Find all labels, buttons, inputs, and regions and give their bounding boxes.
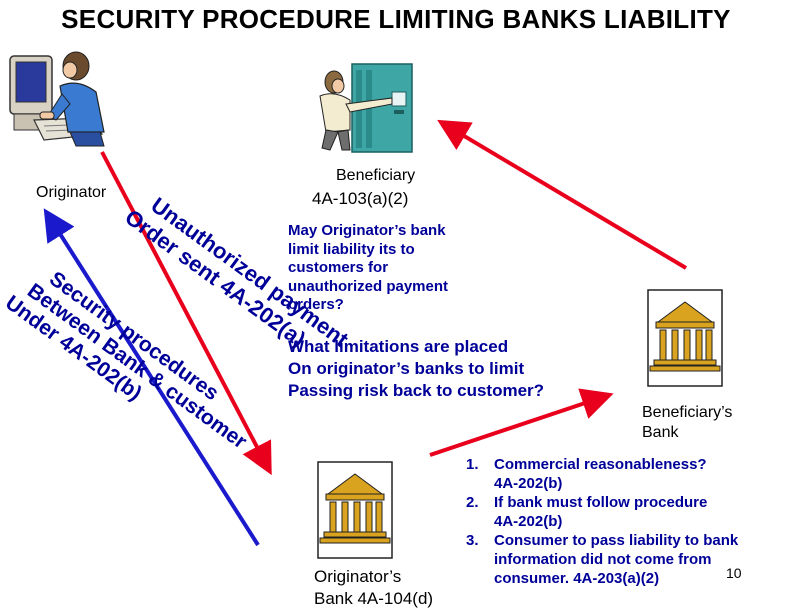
beneficiary-bank-label-line2: Bank bbox=[642, 424, 679, 441]
red-arrow-originator-to-bank bbox=[100, 151, 272, 476]
beneficiary-label: Beneficiary bbox=[336, 167, 416, 184]
originator-label: Originator bbox=[36, 184, 107, 201]
originator-bank-label-line1: Originator’s bbox=[314, 567, 402, 586]
limits-line: What limitations are placed bbox=[288, 337, 509, 356]
question-line: customers for bbox=[288, 259, 389, 276]
condition-number: 3. bbox=[466, 532, 479, 549]
question-block: May Originator’s bank limit liability it… bbox=[288, 222, 548, 315]
condition-item: 2. If bank must follow procedure 4A-202(… bbox=[460, 493, 790, 531]
originator-bank-label-line2: Bank 4A-104(d) bbox=[314, 589, 434, 608]
condition-item: 1. Commercial reasonableness? 4A-202(b) bbox=[460, 455, 790, 493]
condition-number: 2. bbox=[466, 494, 479, 511]
condition-number: 1. bbox=[466, 456, 479, 473]
condition-line: Commercial reasonableness? bbox=[494, 456, 707, 473]
red-arrow-to-beneficiary-bank bbox=[429, 388, 614, 457]
question-line: limit liability its to bbox=[288, 240, 415, 258]
condition-line: consumer. 4A-203(a)(2) bbox=[494, 570, 660, 587]
page-number: 10 bbox=[726, 565, 742, 581]
condition-line: information did not come from bbox=[494, 551, 712, 568]
condition-line: 4A-202(b) bbox=[494, 513, 563, 530]
condition-line: 4A-202(b) bbox=[494, 475, 563, 492]
limits-line: On originator’s banks to limit bbox=[288, 359, 525, 378]
conditions-list: 1. Commercial reasonableness? 4A-202(b) … bbox=[460, 455, 790, 588]
question-line: unauthorized payment bbox=[288, 277, 449, 295]
question-line: orders? bbox=[288, 296, 344, 313]
condition-item: 3. Consumer to pass liability to bank in… bbox=[460, 531, 790, 588]
beneficiary-cite: 4A-103(a)(2) bbox=[312, 189, 409, 208]
condition-line: Consumer to pass liability to bank bbox=[494, 532, 739, 549]
question-line: May Originator’s bank bbox=[288, 222, 446, 239]
red-arrow-to-beneficiary bbox=[437, 119, 688, 270]
limits-line: Passing risk back to customer? bbox=[288, 381, 545, 400]
condition-line: If bank must follow procedure bbox=[494, 494, 708, 511]
limits-question-block: What limitations are placed On originato… bbox=[288, 336, 608, 402]
page-title: SECURITY PROCEDURE LIMITING BANKS LIABIL… bbox=[61, 4, 731, 34]
blue-arrow-bank-to-originator bbox=[43, 208, 260, 547]
beneficiary-bank-label-line1: Beneficiary’s bbox=[642, 404, 733, 421]
